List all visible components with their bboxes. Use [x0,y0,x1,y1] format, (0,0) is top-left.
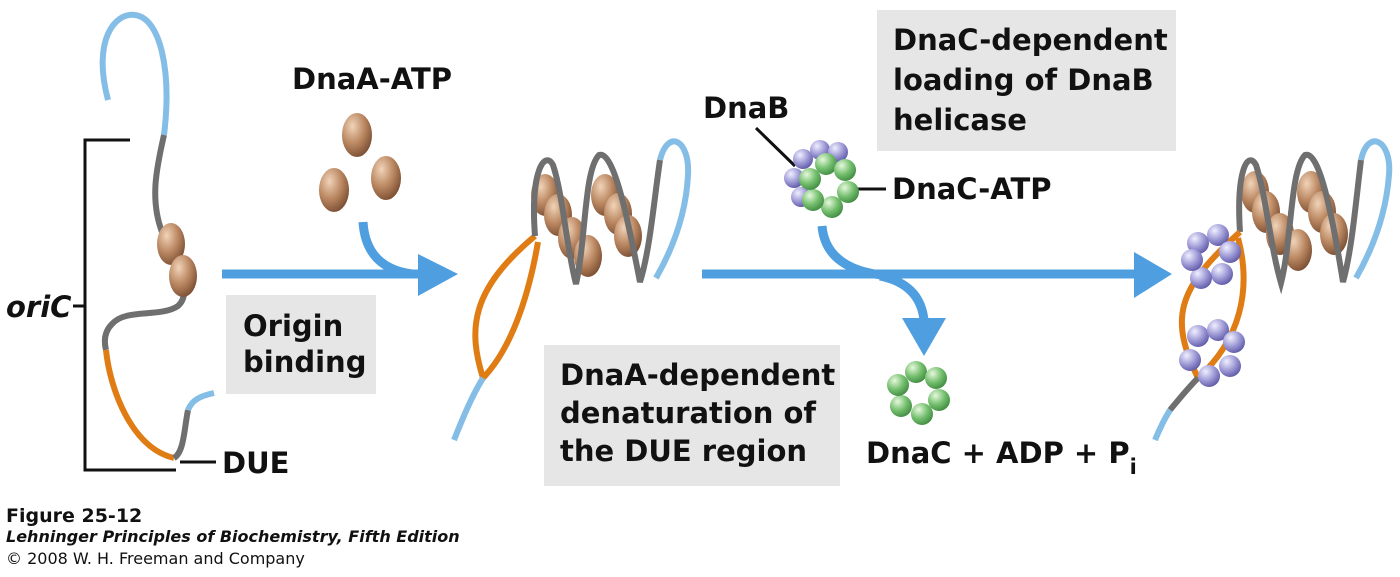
loading-line: DnaC-dependent [893,23,1168,57]
due-region [103,349,175,461]
dnab-pointer [754,126,797,168]
dnab-label: DnaB [703,91,790,125]
origin-binding-box: Origin binding [226,295,376,394]
dna-top-loop [99,11,170,136]
denaturation-line: the DUE region [560,434,808,468]
origin-binding-line: Origin [243,309,344,343]
dnac-products-label: DnaC + ADP + Pi [866,436,1137,480]
dnab-subunit [1198,365,1220,387]
arrow-dnaa-join [358,221,413,279]
main-arrows [222,221,1172,356]
origin-binding-line: binding [243,345,367,379]
loading-line: helicase [893,103,1027,137]
dna-bubble-right [480,241,541,381]
book-title: Lehninger Principles of Biochemistry, Fi… [6,527,460,546]
dnac-products-subscript: i [1129,454,1137,479]
dnac-subunit [911,403,933,425]
dnac-subunit [887,374,909,396]
dnaa-atp-free [319,113,401,212]
dnaa-complex [451,138,692,442]
copyright: © 2008 W. H. Freeman and Company [6,549,305,568]
oric-label: oriC [6,290,72,324]
dnaa-protein [371,156,401,200]
figure-number: Figure 25-12 [6,505,143,527]
dnab-subunit [793,149,813,169]
dnab-subunit [1207,319,1229,341]
dna-bubble-left [472,233,537,379]
dnab-subunit [1219,241,1241,263]
dnac-atp-label: DnaC-ATP [892,172,1052,206]
dnab-subunit [1211,263,1233,285]
arrow-head-1 [418,254,458,296]
dnac-subunit [815,153,837,175]
dna-end-loop [1353,138,1393,280]
dnac-products-text: DnaC + ADP + P [866,436,1130,470]
denaturation-box: DnaA-dependent denaturation of the DUE r… [544,345,840,486]
loading-line: loading of DnaB [893,63,1154,97]
dna-coil [531,151,663,285]
dnab-dnac-complex [754,126,886,218]
dna-gray-strand [101,134,188,351]
dnac-subunit [802,189,824,211]
loaded-helicase-complex [1152,138,1393,442]
dna-bubble-right [1195,237,1247,381]
dnac-subunit [837,181,859,203]
dnaa-atp-label: DnaA-ATP [292,62,452,96]
dnab-subunit [1207,224,1229,246]
dnaa-protein [319,168,349,212]
arrow-dnab-join [817,225,893,281]
released-dnac [887,361,950,425]
arrow-head-2 [1134,252,1172,298]
oric-panel [73,11,216,472]
arrow-dnac-release [878,271,929,321]
arrow-head-3 [902,318,946,356]
dna-end-loop [653,138,692,280]
dnac-subunit [834,159,856,181]
dna-lower-tail [185,390,215,412]
dnaa-bound [157,223,185,265]
dna-coil [1236,151,1364,295]
dnac-subunit [905,361,927,383]
dnab-subunit [1190,267,1212,289]
dnac-subunit [928,389,950,411]
dnac-subunit [821,196,843,218]
dna-tail [451,376,486,442]
dnab-subunit [1179,349,1201,371]
dnab-subunit [784,168,804,188]
dnab-subunit [1187,232,1209,254]
dnab-subunit [1187,325,1209,347]
denaturation-line: denaturation of [560,396,817,430]
dna-tail [1152,408,1173,442]
dnaa-bound [169,255,197,297]
loading-box: DnaC-dependent loading of DnaB helicase [877,10,1176,151]
dnac-subunit [799,168,821,190]
denaturation-line: DnaA-dependent [560,358,836,392]
due-label: DUE [222,446,290,480]
dnac-subunit [925,367,947,389]
dnab-subunit [1223,331,1245,353]
dna-gray-lower [172,409,191,461]
dnab-subunit [1219,355,1241,377]
dnaa-protein [342,113,372,157]
dna-gray-lower [1167,375,1201,412]
dnab-subunit [1181,249,1203,271]
dnac-subunit [890,395,912,417]
